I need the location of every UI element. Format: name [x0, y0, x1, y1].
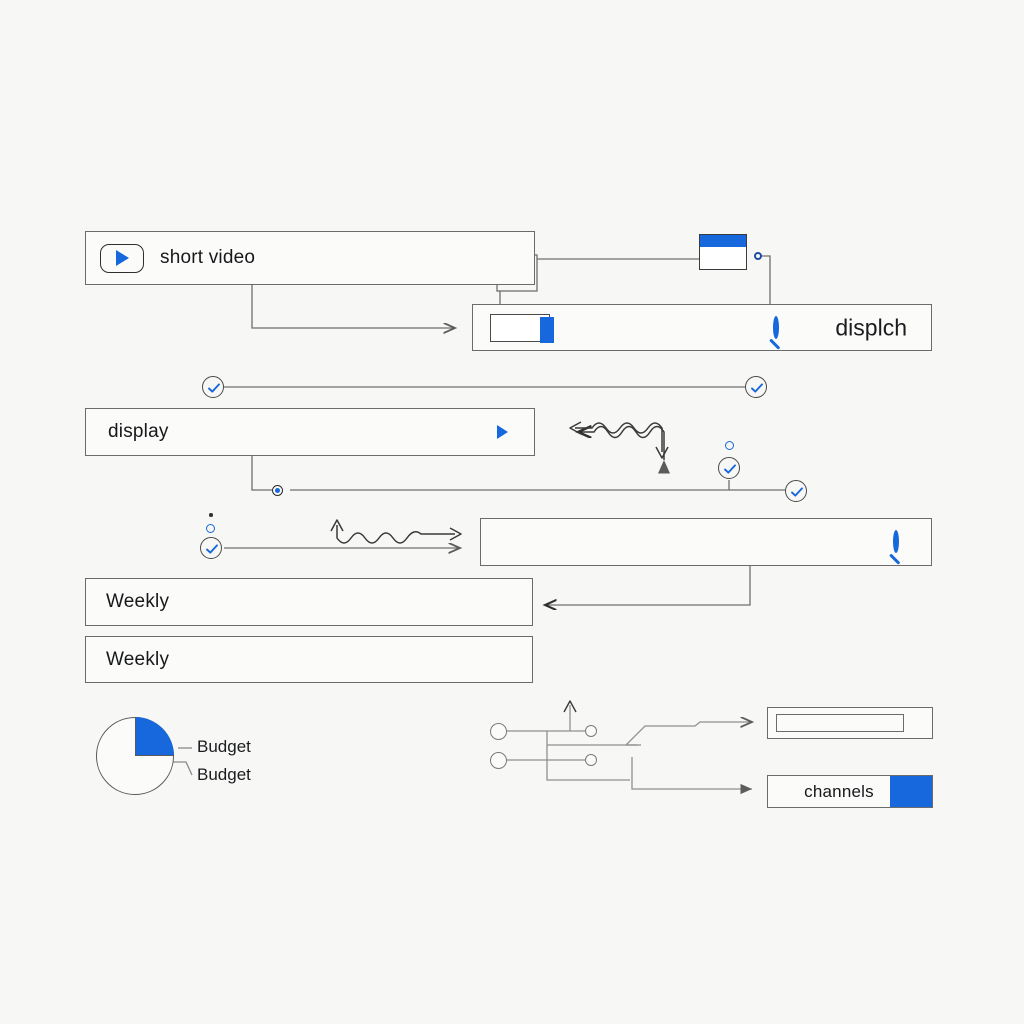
search-icon[interactable] [888, 530, 901, 565]
weekly-label-1: Weekly [106, 591, 170, 612]
connector-node-icon[interactable] [585, 725, 597, 737]
budget-pie-chart [96, 717, 174, 795]
short-video-field[interactable]: short video [85, 231, 535, 285]
displch-value: displch [835, 314, 907, 340]
play-triangle-icon [115, 250, 129, 266]
check-circle-icon[interactable] [202, 376, 224, 398]
progress-bar-box[interactable] [767, 707, 933, 739]
pie-slice-budget [135, 717, 174, 756]
search-icon[interactable] [768, 315, 781, 351]
weekly-field-2[interactable]: Weekly [85, 636, 533, 683]
weekly-label-2: Weekly [106, 648, 170, 670]
display-label: display [108, 421, 169, 442]
pie-legend-label-2: Budget [197, 765, 251, 784]
play-triangle-icon[interactable] [497, 425, 508, 439]
window-connector-dot-icon [754, 252, 762, 260]
connector-node-icon[interactable] [490, 723, 507, 740]
magnifier-ring-icon [773, 315, 779, 339]
channels-label: channels [804, 781, 874, 801]
short-video-label: short video [160, 247, 256, 268]
display-field[interactable]: display [85, 408, 535, 456]
toggle-knob-icon [540, 316, 554, 343]
window-titlebar [700, 235, 746, 247]
weekly-field-1[interactable]: Weekly [85, 578, 533, 626]
small-ring-icon [725, 441, 734, 450]
progress-bar-fill [776, 714, 904, 732]
toggle-icon[interactable] [490, 313, 554, 343]
small-dot-icon [209, 513, 213, 517]
pie-legend-label-1: Budget [197, 737, 251, 756]
connector-node-icon [272, 485, 283, 496]
check-circle-icon[interactable] [785, 480, 807, 502]
window-icon [699, 234, 747, 270]
displch-search-field[interactable]: displch [472, 304, 932, 351]
play-icon[interactable] [100, 243, 144, 273]
connector-node-icon[interactable] [490, 752, 507, 769]
magnifier-ring-icon [893, 530, 899, 553]
magnifier-handle-icon [888, 553, 901, 565]
connector-node-icon[interactable] [585, 754, 597, 766]
channels-box[interactable]: channels [767, 775, 933, 808]
check-circle-icon[interactable] [200, 537, 222, 559]
magnifier-handle-icon [768, 338, 781, 351]
search-field[interactable] [480, 518, 932, 566]
small-ring-icon [206, 524, 215, 533]
channels-color-swatch [890, 776, 932, 807]
check-circle-icon[interactable] [718, 457, 740, 479]
check-circle-icon[interactable] [745, 376, 767, 398]
